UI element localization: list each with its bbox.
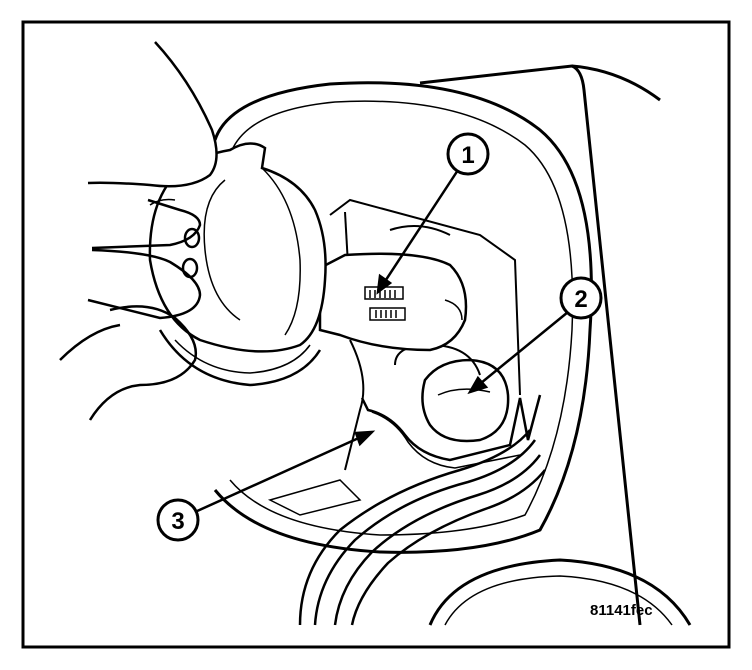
bulb-base bbox=[148, 142, 327, 353]
callout-2-label: 2 bbox=[574, 286, 587, 313]
headlamp-housing bbox=[419, 64, 692, 626]
bulb-filament bbox=[364, 286, 406, 321]
hand bbox=[59, 41, 218, 421]
arrow-3 bbox=[194, 430, 373, 514]
arrow-2 bbox=[469, 311, 569, 393]
callout-1: 1 bbox=[446, 132, 490, 176]
callout-3-label: 3 bbox=[171, 508, 184, 535]
arrow-1 bbox=[376, 169, 460, 293]
housing-opening bbox=[213, 81, 593, 554]
callout-1-label: 1 bbox=[461, 142, 474, 169]
bulb-socket-hole bbox=[421, 358, 510, 443]
figure-id-label: 81141fec bbox=[590, 602, 653, 619]
figure-border bbox=[21, 20, 731, 649]
bulb-glass bbox=[318, 252, 468, 352]
socket-area bbox=[329, 198, 542, 471]
leader-arrows bbox=[194, 169, 569, 514]
halogen-bulb bbox=[148, 142, 468, 387]
wiring-harness bbox=[267, 429, 546, 626]
callout-3: 3 bbox=[156, 498, 200, 542]
callout-2: 2 bbox=[559, 276, 603, 320]
